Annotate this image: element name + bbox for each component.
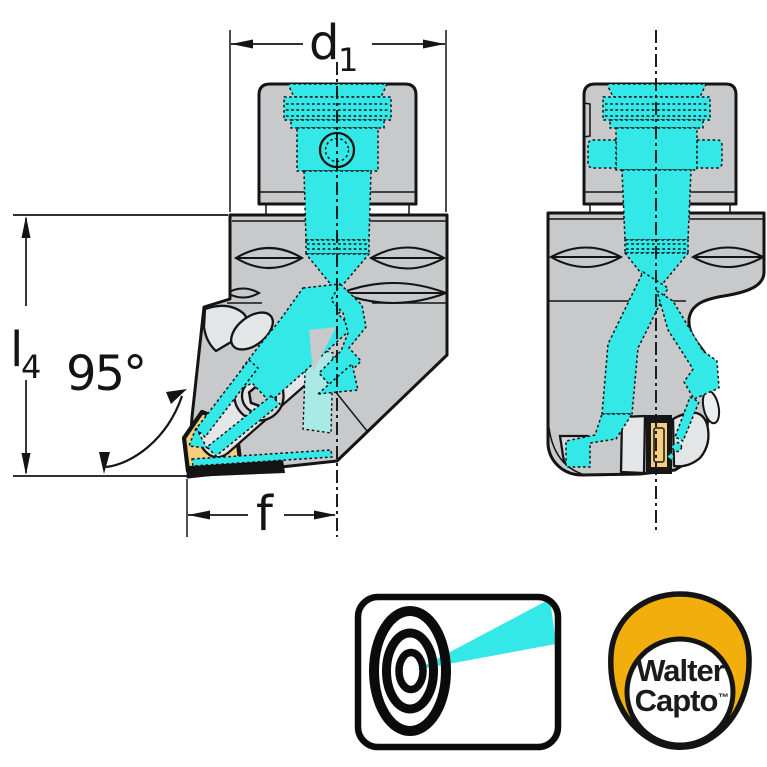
front-view (181, 62, 449, 537)
arrowhead-down-icon (21, 453, 31, 475)
coolant-jet-arrow (317, 363, 359, 395)
side-view (546, 30, 766, 532)
precision-coolant-icon (354, 593, 562, 751)
dimension-d1: d 1 (229, 15, 447, 212)
coolant-drop (671, 441, 683, 453)
arrowhead-left-icon (188, 510, 210, 520)
insert-seat (189, 460, 285, 477)
capto-logo-line1: Walter (636, 653, 725, 688)
coolant-jet-foot (565, 413, 633, 468)
dim-l4-label: l (10, 322, 21, 378)
flute-lens (548, 246, 624, 268)
front-coolant-jets (188, 283, 367, 467)
side-insert-slot (653, 427, 665, 463)
dim-d1-label: d (309, 15, 337, 71)
flute-lens (233, 247, 305, 269)
dimension-l4: l 4 (10, 214, 228, 477)
flute-lens (368, 246, 447, 270)
side-coolant-jets (565, 271, 720, 468)
dim-l4-sub: 4 (21, 348, 41, 386)
angle-arc (105, 395, 184, 469)
clamp-corner-overlay (309, 327, 336, 372)
coolant-seat-gallery (191, 449, 333, 467)
coolant-drop (667, 452, 675, 461)
front-coolant-channel (283, 83, 392, 288)
walter-capto-logo: Walter Capto ™ (608, 591, 752, 750)
arrowhead-up-icon (21, 216, 31, 238)
coolant-tip (188, 427, 208, 449)
side-port-left (587, 139, 617, 169)
arrowhead-base-icon (99, 452, 110, 474)
arrowhead-right-icon (423, 39, 445, 49)
clamp-boss (230, 311, 274, 351)
target-ring-mid (382, 628, 438, 714)
angle-annotation: 95° (66, 346, 187, 474)
capto-circle (624, 636, 736, 748)
dimension-f: f (186, 479, 336, 542)
side-cutting-insert (651, 423, 667, 467)
coolant-jet-side (656, 290, 720, 400)
arrowhead-left-icon (231, 39, 253, 49)
capto-logo-tm: ™ (718, 692, 729, 704)
angle-label: 95° (66, 346, 145, 402)
coolant-stream (674, 396, 700, 442)
coolant-beam (416, 599, 556, 670)
side-pocket-block (619, 414, 647, 475)
capto-logo-line2: Capto (635, 683, 718, 718)
coolant-stream-lower (206, 395, 281, 457)
flute-lens (224, 287, 262, 299)
flute-lens (338, 282, 447, 304)
coolant-stream-upper (195, 359, 259, 438)
target-ring-outer (369, 606, 451, 736)
front-body-details (224, 220, 447, 453)
arrowhead-right-icon (314, 510, 336, 520)
coolant-jet-side (318, 283, 367, 391)
dim-f-label: f (256, 486, 274, 542)
side-port-right (696, 139, 723, 169)
target-ring-inner (395, 648, 427, 694)
arrowhead-edge-icon (166, 389, 187, 404)
flute-lens (690, 246, 764, 268)
dim-d1-sub: 1 (338, 41, 358, 79)
